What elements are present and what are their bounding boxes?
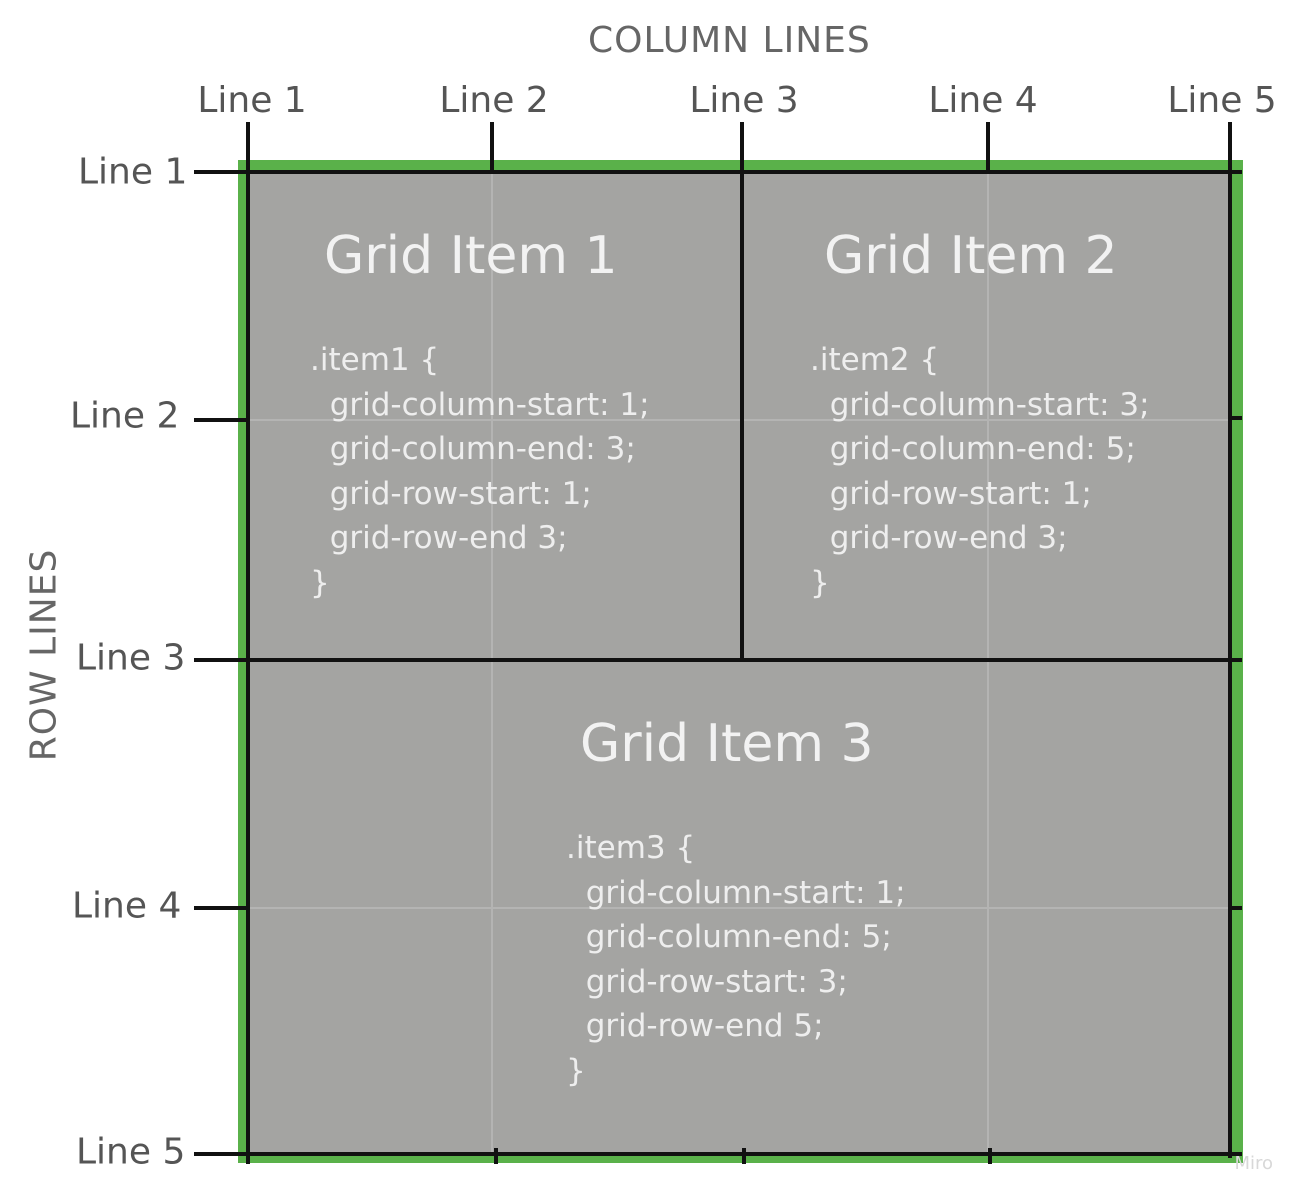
row-line-label-2: Line 2 xyxy=(70,395,180,437)
watermark-logo: Miro xyxy=(1234,1153,1273,1174)
grid-item-3-code: .item3 { grid-column-start: 1; grid-colu… xyxy=(566,830,906,1089)
tick-marks xyxy=(194,122,1242,1164)
column-line-label-1: Line 1 xyxy=(197,80,307,121)
column-lines-title: COLUMN LINES xyxy=(588,20,871,61)
column-line-label-4: Line 4 xyxy=(928,80,1038,121)
grid-item-2-area xyxy=(742,172,1232,660)
row-line-label-5: Line 5 xyxy=(76,1131,186,1173)
row-line-label-1: Line 1 xyxy=(78,151,188,193)
column-line-label-3: Line 3 xyxy=(689,80,799,121)
column-line-label-5: Line 5 xyxy=(1167,80,1277,121)
grid-item-1-title: Grid Item 1 xyxy=(324,226,618,286)
grid-item-1-area xyxy=(248,172,742,660)
row-line-label-3: Line 3 xyxy=(76,637,186,679)
grid-item-3-title: Grid Item 3 xyxy=(580,714,874,774)
column-line-label-2: Line 2 xyxy=(439,80,549,121)
row-line-label-4: Line 4 xyxy=(72,885,182,927)
grid-item-2-code: .item2 { grid-column-start: 3; grid-colu… xyxy=(810,342,1150,601)
grid-lines xyxy=(194,122,1242,1164)
grid-item-1-code: .item1 { grid-column-start: 1; grid-colu… xyxy=(310,342,650,601)
grid-item-2-title: Grid Item 2 xyxy=(824,226,1118,286)
row-lines-title: ROW LINES xyxy=(23,548,65,762)
grid-item-3-area xyxy=(248,660,1232,1152)
